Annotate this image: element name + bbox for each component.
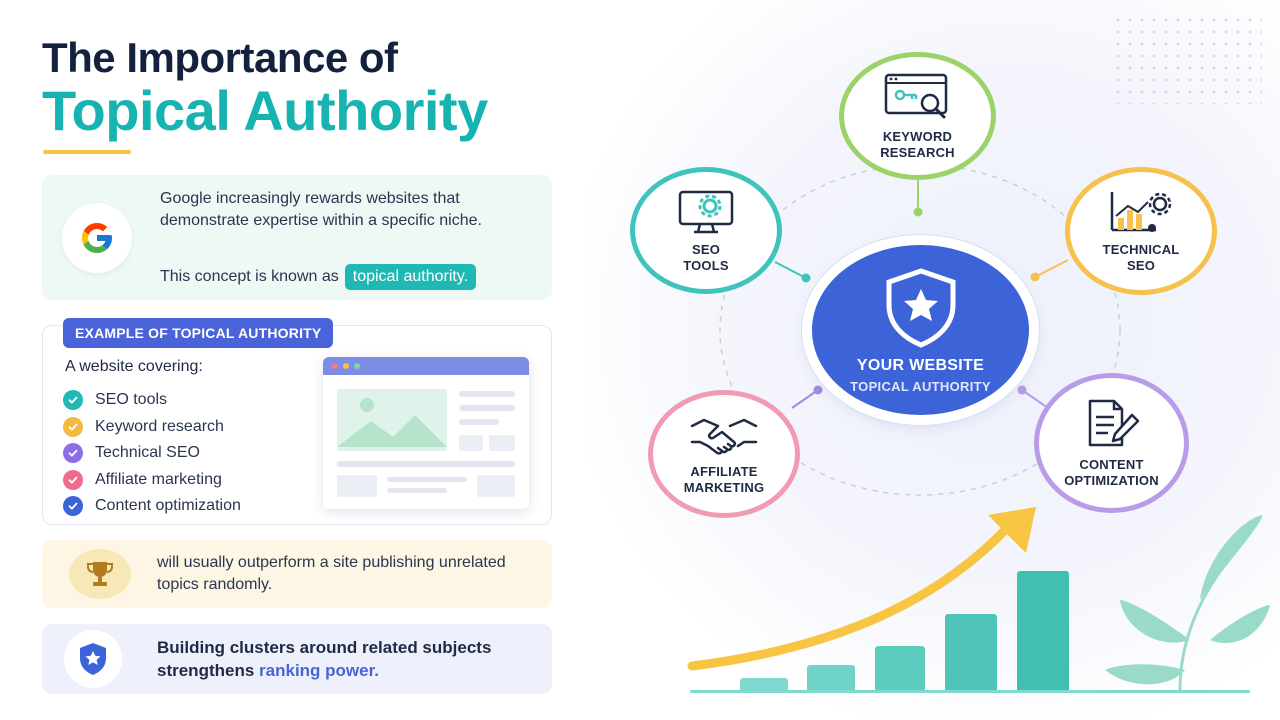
node-label: KEYWORD RESEARCH [880,129,955,160]
build-text-highlight: ranking power. [259,661,380,680]
connector-content [1021,389,1049,409]
google-logo [62,203,132,273]
growth-bar [875,646,925,692]
growth-arrow [687,520,1015,671]
title-line-2: Topical Authority [42,79,488,142]
example-badge: EXAMPLE OF TOPICAL AUTHORITY [63,318,334,348]
shield-star-icon [80,643,106,675]
check-icon [63,469,83,490]
title-line-1: The Importance of [42,34,398,81]
chart-gear-icon [1110,192,1172,232]
growth-bar [807,665,855,692]
trophy-badge [69,549,131,599]
connector-dot [1017,385,1027,395]
intro-text: Google increasingly rewards websites tha… [160,190,482,229]
shield-star-icon [886,267,955,348]
intro-card: Google increasingly rewards websites tha… [42,175,552,300]
example-card: EXAMPLE OF TOPICAL AUTHORITY A website c… [42,318,552,525]
build-text-prefix: Building clusters around related subject… [157,638,492,680]
connector-seo-tools [774,261,807,279]
node-label: AFFILIATE MARKETING [683,464,765,495]
node-content-optimization[interactable]: CONTENT OPTIMIZATION [1034,373,1189,513]
list-item-label: Content optimization [95,497,241,515]
list-item-label: Technical SEO [95,444,200,462]
list-item-label: Keyword research [95,417,224,435]
trophy-icon [87,562,113,586]
growth-bar [740,678,788,692]
monitor-gear-icon [678,190,734,233]
growth-bar [945,614,997,692]
list-item-label: Affiliate marketing [95,470,222,488]
center-subtitle: TOPICAL AUTHORITY [850,378,991,394]
browser-bar [323,357,529,375]
connector-dot [813,385,823,395]
concept-prefix: This concept is known as [160,268,339,285]
node-keyword-research[interactable]: KEYWORD RESEARCH [839,52,996,180]
node-seo-tools[interactable]: SEO TOOLS [630,167,782,294]
plant-decoration [1105,515,1270,691]
list-item: Keyword research [63,414,241,441]
arrow-head [988,507,1036,553]
connector-technical [1034,259,1069,278]
website-layout-icon [337,389,515,497]
center-title: YOUR WEBSITE [856,356,985,374]
concept-highlight: topical authority. [344,264,477,290]
connector-dot [913,207,923,217]
connector-affiliate [791,389,819,409]
list-item-label: SEO tools [95,391,168,409]
node-technical-seo[interactable]: TECHNICAL SEO [1065,167,1217,295]
check-icon [63,443,83,464]
outperform-text: will usually outperform a site publishin… [157,554,506,593]
list-item: SEO tools [63,387,241,414]
list-item: Technical SEO [63,440,241,467]
title-underline [43,150,131,154]
handshake-icon [690,418,758,455]
document-pen-icon [1088,399,1139,447]
website-mockup [323,357,529,509]
check-icon [63,496,83,517]
check-icon [63,390,83,411]
node-label: TECHNICAL SEO [1102,242,1180,273]
list-item: Affiliate marketing [63,467,241,494]
growth-bar [1017,571,1069,692]
check-icon [63,416,83,437]
outperform-card: will usually outperform a site publishin… [42,540,552,608]
node-label: SEO TOOLS [683,241,729,273]
dot-pattern [1112,14,1262,104]
shield-badge [64,630,122,688]
node-label: CONTENT OPTIMIZATION [1064,457,1159,488]
connector-dot [801,273,811,283]
browser-key-search-icon [884,73,947,119]
google-g-icon [82,223,112,253]
baseline [690,690,1250,693]
build-text: Building clusters around related subject… [157,636,547,682]
build-card: Building clusters around related subject… [42,624,552,694]
center-node-your-website[interactable]: YOUR WEBSITE TOPICAL AUTHORITY [812,245,1029,415]
node-affiliate-marketing[interactable]: AFFILIATE MARKETING [648,390,800,518]
example-heading: A website covering: [65,358,203,375]
check-list: SEO tools Keyword research Technical SEO… [63,387,241,520]
concept-line: This concept is known as topical authori… [160,264,477,290]
list-item: Content optimization [63,493,241,520]
connector-dot [1030,272,1040,282]
